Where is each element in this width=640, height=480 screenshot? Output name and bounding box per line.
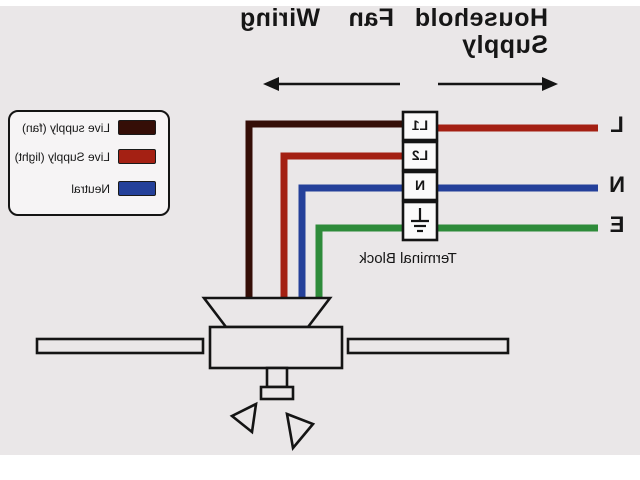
light-shade-left [285, 411, 316, 451]
terminal-label-l1: L1 [411, 117, 429, 133]
terminal-label-n: N [414, 177, 426, 193]
wire-fan-live [245, 120, 405, 302]
section-label-fan: Fan [348, 4, 394, 32]
terminal-block-caption: Terminal Block [359, 250, 457, 267]
fan-canopy [201, 296, 333, 329]
wire-neutral [298, 184, 405, 302]
legend-swatch-light-live [118, 149, 156, 164]
legend-label-light-live: Live Supply (light) [14, 149, 110, 164]
terminal-box-earth [401, 200, 439, 242]
supply-label-live: L [610, 112, 624, 137]
arrow-supply-direction [438, 77, 558, 91]
legend-box: Live supply (fan) Live Supply (light) Ne… [8, 110, 170, 216]
light-shade-right [229, 401, 258, 435]
legend-item-fan-live: Live supply (fan) [10, 120, 156, 135]
supply-label-earth: E [609, 212, 625, 237]
supply-label-neutral: N [609, 172, 625, 197]
wire-light-live [280, 152, 405, 302]
legend-item-light-live: Live Supply (light) [10, 149, 156, 164]
terminal-label-l2: L2 [411, 147, 429, 163]
legend-label-neutral: Neutral [71, 181, 110, 196]
title-household: Household [414, 4, 548, 32]
fan-blade-left [346, 337, 510, 355]
legend-swatch-fan-live [118, 120, 156, 135]
earth-ground-icon [411, 208, 429, 233]
section-label-wiring: Wiring [239, 4, 320, 32]
wire-earth [315, 224, 405, 302]
fan-blade-right [35, 337, 205, 355]
fan-stem-upper [265, 366, 289, 389]
legend-item-neutral: Neutral [10, 181, 156, 196]
fan-stem-lower [259, 385, 295, 401]
fan-motor-body [208, 325, 344, 370]
legend-label-fan-live: Live supply (fan) [21, 120, 110, 135]
title-supply: Supply [461, 31, 548, 59]
terminal-box-l1 [401, 110, 439, 142]
terminal-box-n [401, 170, 439, 202]
arrow-fan-direction [263, 77, 400, 91]
legend-swatch-neutral [118, 181, 156, 196]
terminal-box-l2 [401, 140, 439, 172]
